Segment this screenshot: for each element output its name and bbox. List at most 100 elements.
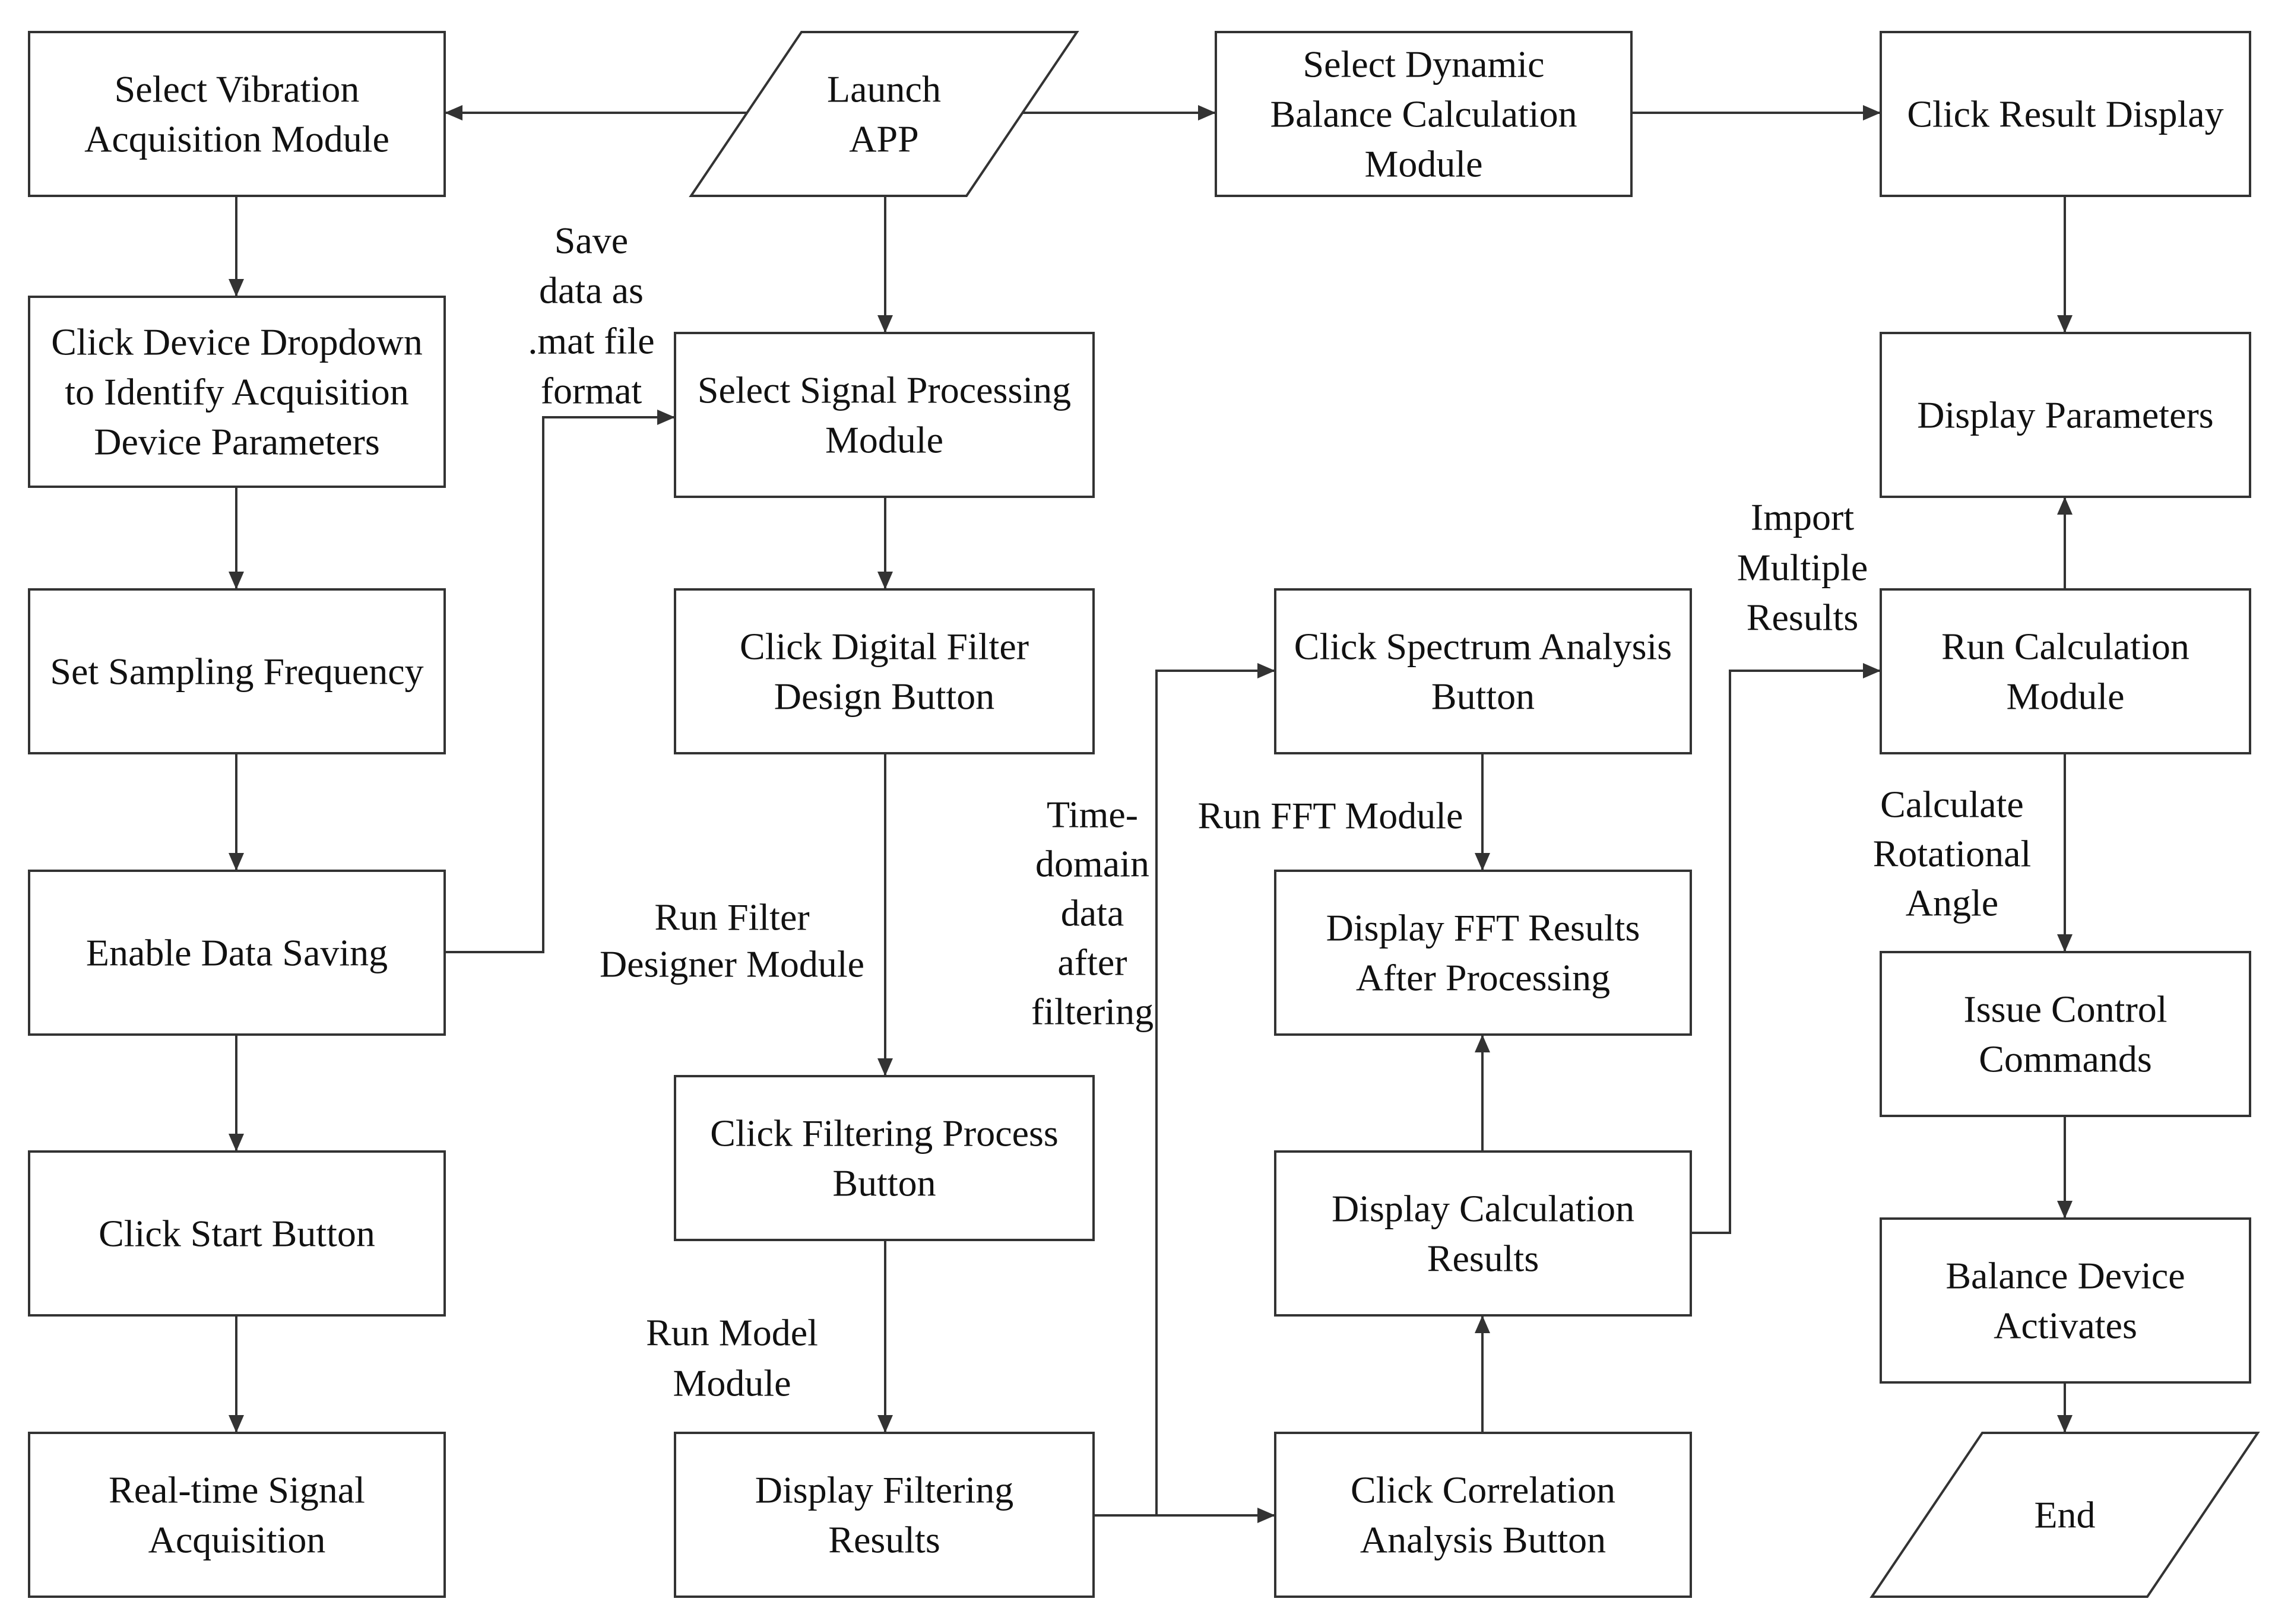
node-text-select-dynamic: Balance Calculation: [1270, 93, 1577, 135]
edge-layer: [229, 105, 2073, 1523]
node-text-click-correlation: Analysis Button: [1360, 1519, 1606, 1561]
arrowhead-dropdown-to-sampling: [229, 572, 244, 589]
arrowhead-launch-to-signal-proc: [877, 315, 893, 333]
edge-label-time-domain: Time-domain data after filtering: [1031, 794, 1154, 1033]
edge-label-text-time-domain: domain: [1035, 843, 1149, 885]
node-shape-end: [1869, 1432, 2260, 1598]
node-text-run-calc: Run Calculation: [1941, 626, 2189, 668]
arrowhead-result-display-to-params: [2057, 315, 2073, 333]
node-text-display-filtering: Results: [828, 1519, 940, 1561]
node-shape-enable-saving: [28, 870, 446, 1036]
node-shape-launch-app: [689, 31, 1079, 197]
edge-label-text-save-mat: data as: [539, 269, 644, 312]
edge-label-text-calc-angle: Calculate: [1880, 784, 2024, 826]
edge-label-text-time-domain: after: [1057, 941, 1127, 984]
arrowhead-launch-to-dynamic: [1198, 105, 1216, 120]
node-text-click-filtering: Button: [832, 1162, 936, 1204]
node-text-display-fft: After Processing: [1356, 957, 1610, 999]
arrowhead-digital-to-filtering: [877, 1058, 893, 1076]
node-text-click-spectrum: Button: [1431, 675, 1535, 718]
node-shape-click-device-dropdown: [28, 296, 446, 488]
arrowhead-start-to-acquisition: [229, 1415, 244, 1433]
edge-label-text-calc-angle: Angle: [1906, 882, 1998, 924]
edge-label-text-time-domain: data: [1061, 892, 1124, 934]
edge-label-text-import-multiple: Import: [1751, 496, 1854, 538]
arrowhead-saving-to-start: [229, 1134, 244, 1152]
edge-label-text-save-mat: .mat file: [528, 320, 654, 362]
node-shape-click-filtering: [674, 1075, 1095, 1241]
node-enable-saving: Enable Data Saving: [28, 870, 446, 1036]
node-shape-click-correlation: [1274, 1432, 1692, 1598]
arrowhead-saving-to-signal-proc: [657, 410, 675, 425]
arrowhead-sampling-to-saving: [229, 853, 244, 871]
node-shape-display-filtering: [674, 1432, 1095, 1598]
arrowhead-filtering-to-display: [877, 1415, 893, 1433]
arrowhead-signal-proc-to-digital: [877, 572, 893, 589]
edge-label-text-save-mat: format: [541, 370, 642, 412]
edge-label-text-import-multiple: Results: [1747, 597, 1858, 639]
edge-label-text-time-domain: Time-: [1047, 794, 1138, 836]
node-text-click-digital-filter: Design Button: [774, 675, 995, 718]
node-text-realtime-acq: Acquisition: [148, 1519, 326, 1561]
arrowhead-run-calc-to-params: [2057, 497, 2073, 515]
edge-label-text-run-model: Module: [673, 1362, 791, 1404]
node-shape-select-dynamic: [1215, 31, 1633, 197]
node-text-click-digital-filter: Click Digital Filter: [740, 626, 1029, 668]
arrowhead-time-domain-to-spectrum: [1257, 663, 1275, 678]
node-shape-click-result-display: [1880, 31, 2251, 197]
arrowhead-calc-results-to-run-calc: [1863, 663, 1881, 678]
node-text-select-vibration: Acquisition Module: [84, 118, 389, 160]
edge-label-text-time-domain: filtering: [1031, 991, 1154, 1033]
node-shape-select-vibration: [28, 31, 446, 197]
node-end: End: [1869, 1432, 2260, 1598]
node-shape-realtime-acq: [28, 1432, 446, 1598]
arrowhead-correlation-to-calc-results: [1475, 1315, 1490, 1333]
edge-saving-to-signal-proc: [445, 416, 675, 953]
edge-label-text-run-filter-designer: Designer Module: [600, 943, 864, 985]
arrowhead-spectrum-to-fft: [1475, 853, 1490, 871]
arrowhead-calc-results-to-fft: [1475, 1035, 1490, 1052]
node-text-balance-device: Balance Device: [1945, 1255, 2185, 1297]
edge-label-text-save-mat: Save: [554, 220, 628, 262]
node-text-set-sampling: Set Sampling Frequency: [50, 651, 423, 693]
node-text-select-dynamic: Module: [1364, 143, 1482, 185]
node-click-start: Click Start Button: [28, 1150, 446, 1317]
node-click-result-display: Click Result Display: [1880, 31, 2251, 197]
node-text-display-fft: Display FFT Results: [1326, 907, 1640, 949]
node-text-click-start: Click Start Button: [99, 1213, 375, 1255]
node-text-launch-app: APP: [849, 118, 918, 160]
node-text-realtime-acq: Real-time Signal: [109, 1469, 365, 1511]
node-text-click-device-dropdown: Click Device Dropdown: [51, 321, 423, 363]
edge-label-text-run-filter-designer: Run Filter: [654, 896, 809, 938]
node-text-launch-app: Launch: [827, 68, 941, 110]
edge-label-text-calc-angle: Rotational: [1873, 833, 2032, 875]
node-set-sampling: Set Sampling Frequency: [28, 588, 446, 754]
node-text-click-correlation: Click Correlation: [1351, 1469, 1615, 1511]
node-text-display-calc: Results: [1427, 1238, 1539, 1280]
edge-label-text-run-fft: Run FFT Module: [1198, 795, 1463, 837]
node-shape-balance-device: [1880, 1217, 2251, 1384]
node-shape-run-calc: [1880, 588, 2251, 754]
node-text-issue-control: Commands: [1979, 1038, 2152, 1080]
node-shape-set-sampling: [28, 588, 446, 754]
arrowhead-launch-to-vibration: [445, 105, 462, 120]
node-shape-click-spectrum: [1274, 588, 1692, 754]
node-text-click-device-dropdown: Device Parameters: [94, 421, 380, 463]
edge-label-run-fft: Run FFT Module: [1198, 795, 1463, 837]
node-shape-display-fft: [1274, 870, 1692, 1036]
